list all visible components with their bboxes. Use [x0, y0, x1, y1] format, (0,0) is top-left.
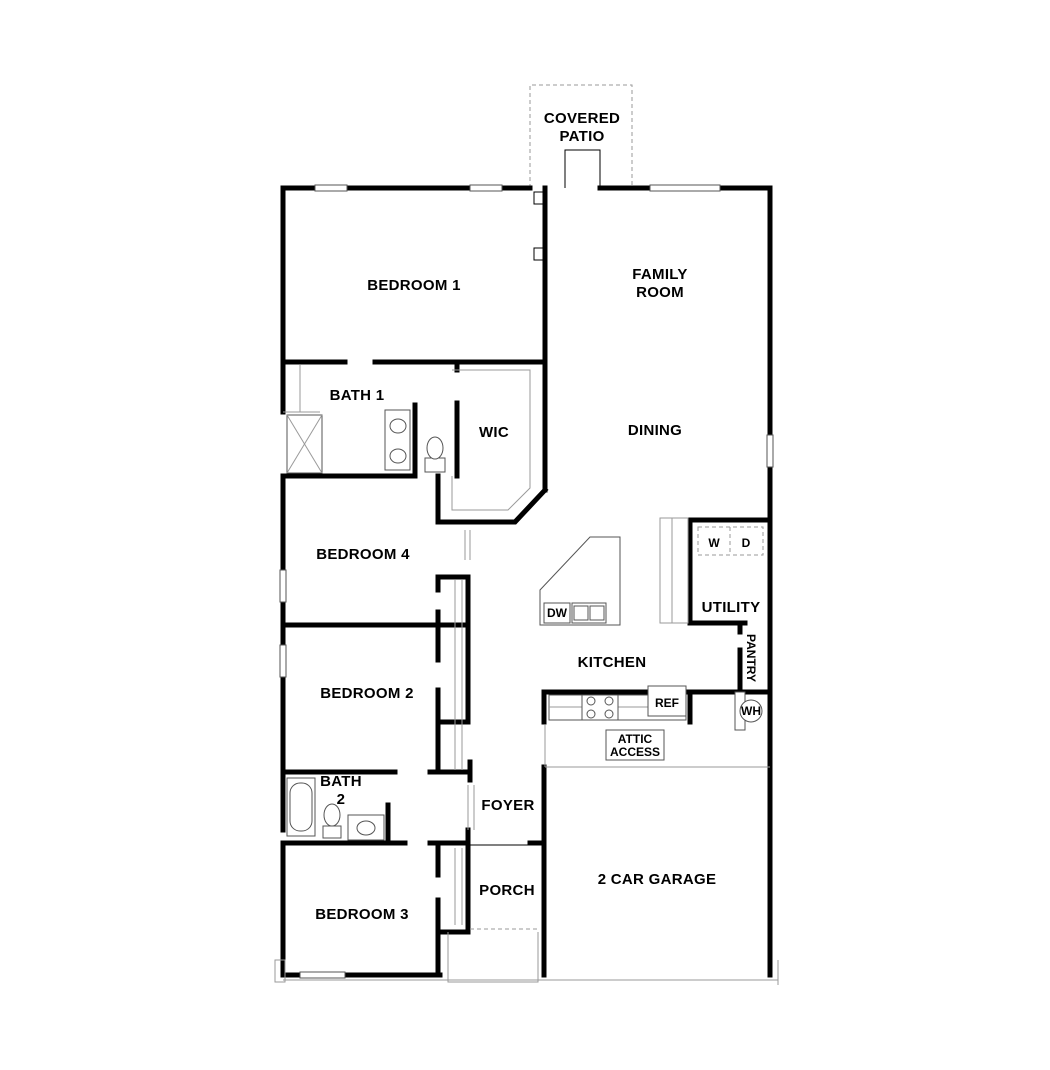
closet-lines	[274, 365, 779, 985]
covered-patio-label-2: PATIO	[559, 128, 604, 145]
bedroom4-label: BEDROOM 4	[316, 546, 410, 563]
wic-label: WIC	[479, 424, 509, 441]
kitchen-counters	[548, 517, 689, 721]
bedroom1-label: BEDROOM 1	[367, 277, 461, 294]
bath1-fixtures	[286, 409, 446, 474]
bedroom3-label: BEDROOM 3	[315, 906, 409, 923]
dryer-label: D	[742, 536, 751, 550]
bath1-label: BATH 1	[330, 387, 385, 404]
room-labels: COVERED PATIO FAMILY ROOM BEDROOM 1 BATH…	[315, 110, 761, 923]
foyer-label: FOYER	[481, 797, 534, 814]
covered-patio-label: COVERED	[544, 110, 620, 127]
attic-access-label-2: ACCESS	[610, 745, 660, 759]
kitchen-label: KITCHEN	[578, 654, 647, 671]
bath2-label: BATH	[320, 773, 362, 790]
pantry-label: PANTRY	[744, 634, 758, 682]
kitchen-island	[539, 536, 621, 626]
family-room-label: FAMILY	[632, 266, 687, 283]
windows	[279, 184, 774, 979]
family-room-label-2: ROOM	[636, 284, 684, 301]
washer-label: W	[708, 536, 720, 550]
utility-appliances	[605, 526, 764, 761]
bath2-fixtures	[286, 777, 385, 841]
utility-label: UTILITY	[702, 599, 761, 616]
exterior-walls	[280, 185, 773, 978]
porch-label: PORCH	[479, 882, 535, 899]
bath2-label-2: 2	[337, 791, 346, 808]
dining-label: DINING	[628, 422, 682, 439]
interior-walls	[280, 185, 773, 978]
dishwasher-label: DW	[547, 606, 568, 620]
water-heater-label: WH	[741, 704, 761, 718]
refrigerator-label: REF	[655, 696, 679, 710]
covered-patio	[529, 84, 633, 188]
attic-access-label: ATTIC	[618, 732, 653, 746]
garage-label: 2 CAR GARAGE	[598, 871, 717, 888]
bedroom2-label: BEDROOM 2	[320, 685, 414, 702]
